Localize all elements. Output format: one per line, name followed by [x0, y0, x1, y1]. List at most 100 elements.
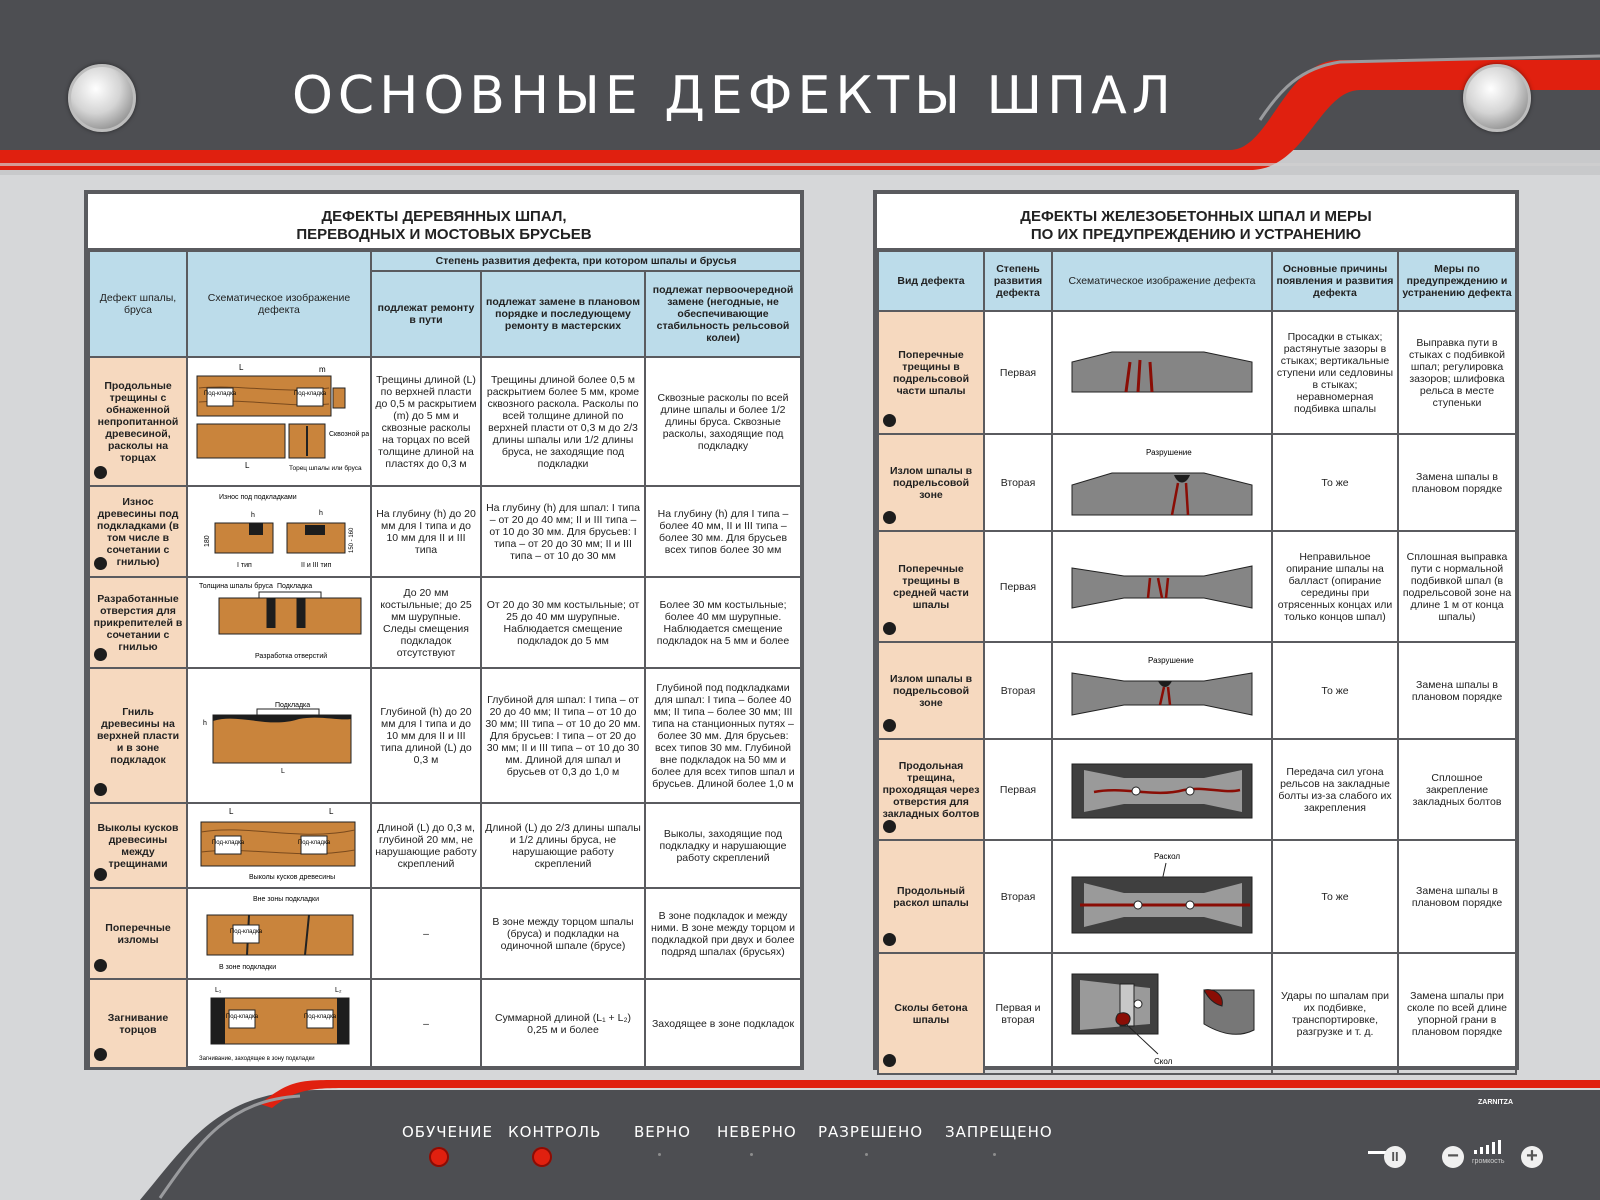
svg-text:180: 180 [204, 535, 211, 547]
audio-dot-icon[interactable] [883, 933, 896, 946]
control-indicator-icon[interactable] [532, 1147, 552, 1167]
nav-correct[interactable]: ВЕРНО [634, 1123, 691, 1141]
audio-dot-icon[interactable] [883, 820, 896, 833]
svg-text:Раскол: Раскол [1154, 852, 1180, 861]
right-bolt-icon [1463, 64, 1531, 132]
table-row: Излом шпалы в подрельсовой зоне Вторая Р… [877, 433, 1517, 532]
svg-text:L: L [329, 807, 334, 816]
repair-cell: Трещины длиной (L) по верхней пласти до … [370, 356, 482, 487]
svg-text:Разработка отверстий: Разработка отверстий [255, 652, 327, 660]
svg-text:В зоне подкладки: В зоне подкладки [219, 964, 276, 971]
nav-control[interactable]: КОНТРОЛЬ [508, 1123, 602, 1141]
causes-cell: То же [1271, 839, 1399, 954]
audio-dot-icon[interactable] [94, 557, 107, 570]
volume-up-button[interactable]: + [1521, 1146, 1543, 1168]
audio-dot-icon[interactable] [883, 414, 896, 427]
svg-text:150 - 160: 150 - 160 [349, 527, 355, 553]
defect-name: Поперечные изломы [88, 887, 188, 980]
defect-type: Излом шпалы в подрельсовой зоне [877, 433, 985, 532]
svg-text:L: L [245, 461, 250, 470]
volume-down-button[interactable]: − [1442, 1146, 1464, 1168]
incorrect-indicator-icon [750, 1153, 753, 1156]
degree-cell: Первая [983, 310, 1053, 435]
key-icon[interactable] [1368, 1151, 1386, 1154]
svg-text:Вне зоны подкладки: Вне зоны подкладки [253, 896, 319, 903]
svg-text:Подкладка: Подкладка [277, 583, 312, 590]
audio-dot-icon[interactable] [94, 648, 107, 661]
allowed-indicator-icon [865, 1153, 868, 1156]
audio-dot-icon[interactable] [94, 1048, 107, 1061]
brand-logo: ZARNITZA [1478, 1099, 1513, 1106]
causes-cell: Просадки в стыках; растянутые зазоры в с… [1271, 310, 1399, 435]
defect-name: Износ древесины под подкладками (в том ч… [88, 485, 188, 578]
svg-text:Сквозной раскол: Сквозной раскол [329, 430, 369, 438]
causes-cell: Неправильное опирание шпалы на балласт (… [1271, 530, 1399, 643]
svg-text:h: h [251, 512, 255, 519]
nav-training[interactable]: ОБУЧЕНИЕ [402, 1123, 493, 1141]
svg-text:Загнивание, заходящее в зону п: Загнивание, заходящее в зону подкладки [199, 1056, 315, 1062]
audio-dot-icon[interactable] [883, 622, 896, 635]
table-row: Выколы кусков древесины между трещинами … [88, 802, 803, 889]
nav-allowed[interactable]: РАЗРЕШЕНО [818, 1123, 924, 1141]
table-row: Излом шпалы в подрельсовой зоне Вторая Р… [877, 641, 1517, 740]
audio-dot-icon[interactable] [883, 719, 896, 732]
planned-cell: Глубиной для шпал: I типа – от 20 до 40 … [480, 667, 646, 804]
col-degree-header: Степень развития дефекта [983, 250, 1053, 312]
table-row: Разработанные отверстия для прикрепителе… [88, 576, 803, 669]
defect-type: Поперечные трещины в подрельсовой части … [877, 310, 985, 435]
causes-cell: Передача сил угона рельсов на закладные … [1271, 738, 1399, 841]
degree-cell: Вторая [983, 641, 1053, 740]
page-title: ОСНОВНЫЕ ДЕФЕКТЫ ШПАЛ [292, 66, 1176, 126]
svg-text:m: m [319, 365, 326, 374]
defect-scheme: Разрушение [1051, 641, 1273, 740]
defect-scheme [1051, 530, 1273, 643]
table-row: Загнивание торцов L₁ L₂ Под-кладка Под-к… [88, 978, 803, 1069]
audio-dot-icon[interactable] [883, 1054, 896, 1067]
measures-cell: Сплошное закрепление закладных болтов [1397, 738, 1517, 841]
wooden-defects-table: Дефект шпалы, бруса Схематическое изобра… [88, 250, 803, 1069]
defect-scheme: L L Под-кладка Под-кладка Выколы кусков … [186, 802, 372, 889]
svg-text:L: L [229, 807, 234, 816]
svg-text:L: L [239, 363, 244, 372]
col-planned-header: подлежат замене в плановом порядке и пос… [480, 270, 646, 358]
defect-type: Продольный раскол шпалы [877, 839, 985, 954]
causes-cell: Удары по шпалам при их подбивке, транспо… [1271, 952, 1399, 1075]
defect-name: Выколы кусков древесины между трещинами [88, 802, 188, 889]
training-indicator-icon[interactable] [429, 1147, 449, 1167]
audio-dot-icon[interactable] [94, 466, 107, 479]
svg-text:Под-кладка: Под-кладка [212, 840, 245, 846]
audio-dot-icon[interactable] [94, 868, 107, 881]
svg-text:Разрушение: Разрушение [1148, 656, 1194, 665]
defect-scheme [1051, 738, 1273, 841]
pause-button[interactable]: II [1384, 1146, 1406, 1168]
concrete-sleepers-panel: ДЕФЕКТЫ ЖЕЛЕЗОБЕТОННЫХ ШПАЛ И МЕРЫ ПО ИХ… [873, 190, 1519, 1075]
table-row: Продольный раскол шпалы Вторая Раскол То… [877, 839, 1517, 954]
causes-cell: То же [1271, 641, 1399, 740]
repair-cell: – [370, 978, 482, 1069]
nav-forbidden[interactable]: ЗАПРЕЩЕНО [945, 1123, 1053, 1141]
col-defect-header: Дефект шпалы, бруса [88, 250, 188, 358]
col-degree-header: Степень развития дефекта, при котором шп… [369, 250, 803, 272]
measures-cell: Замена шпалы в плановом порядке [1397, 641, 1517, 740]
audio-dot-icon[interactable] [94, 959, 107, 972]
repair-cell: Глубиной (h) до 20 мм для I типа и до 10… [370, 667, 482, 804]
urgent-cell: Выколы, заходящие под подкладку и наруша… [643, 802, 803, 889]
measures-cell: Замена шпалы в плановом порядке [1397, 839, 1517, 954]
audio-dot-icon[interactable] [883, 511, 896, 524]
table-row: Гниль древесины на верхней пласти и в зо… [88, 667, 803, 804]
svg-text:L₁: L₁ [215, 987, 222, 994]
repair-cell: На глубину (h) до 20 мм для I типа и до … [370, 485, 482, 578]
table-row: Продольные трещины с обнаженной непропит… [88, 356, 803, 487]
volume-level-icon [1474, 1140, 1504, 1154]
nav-incorrect[interactable]: НЕВЕРНО [717, 1123, 797, 1141]
col-repair-header: подлежат ремонту в пути [370, 270, 482, 358]
defect-scheme: Под-кладка Под-кладка L m Сквозной раско… [186, 356, 384, 487]
audio-dot-icon[interactable] [94, 783, 107, 796]
svg-text:Под-кладка: Под-кладка [298, 840, 331, 846]
svg-text:h: h [203, 720, 207, 727]
table-row: Продольная трещина, проходящая через отв… [877, 738, 1517, 841]
col-causes-header: Основные причины появления и развития де… [1271, 250, 1399, 312]
table-row: Сколы бетона шпалы Первая и вторая Скол … [877, 952, 1517, 1075]
defect-scheme: L₁ L₂ Под-кладка Под-кладка Загнивание, … [186, 978, 372, 1069]
repair-cell: Длиной (L) до 0,3 м, глубиной 20 мм, не … [370, 802, 482, 889]
